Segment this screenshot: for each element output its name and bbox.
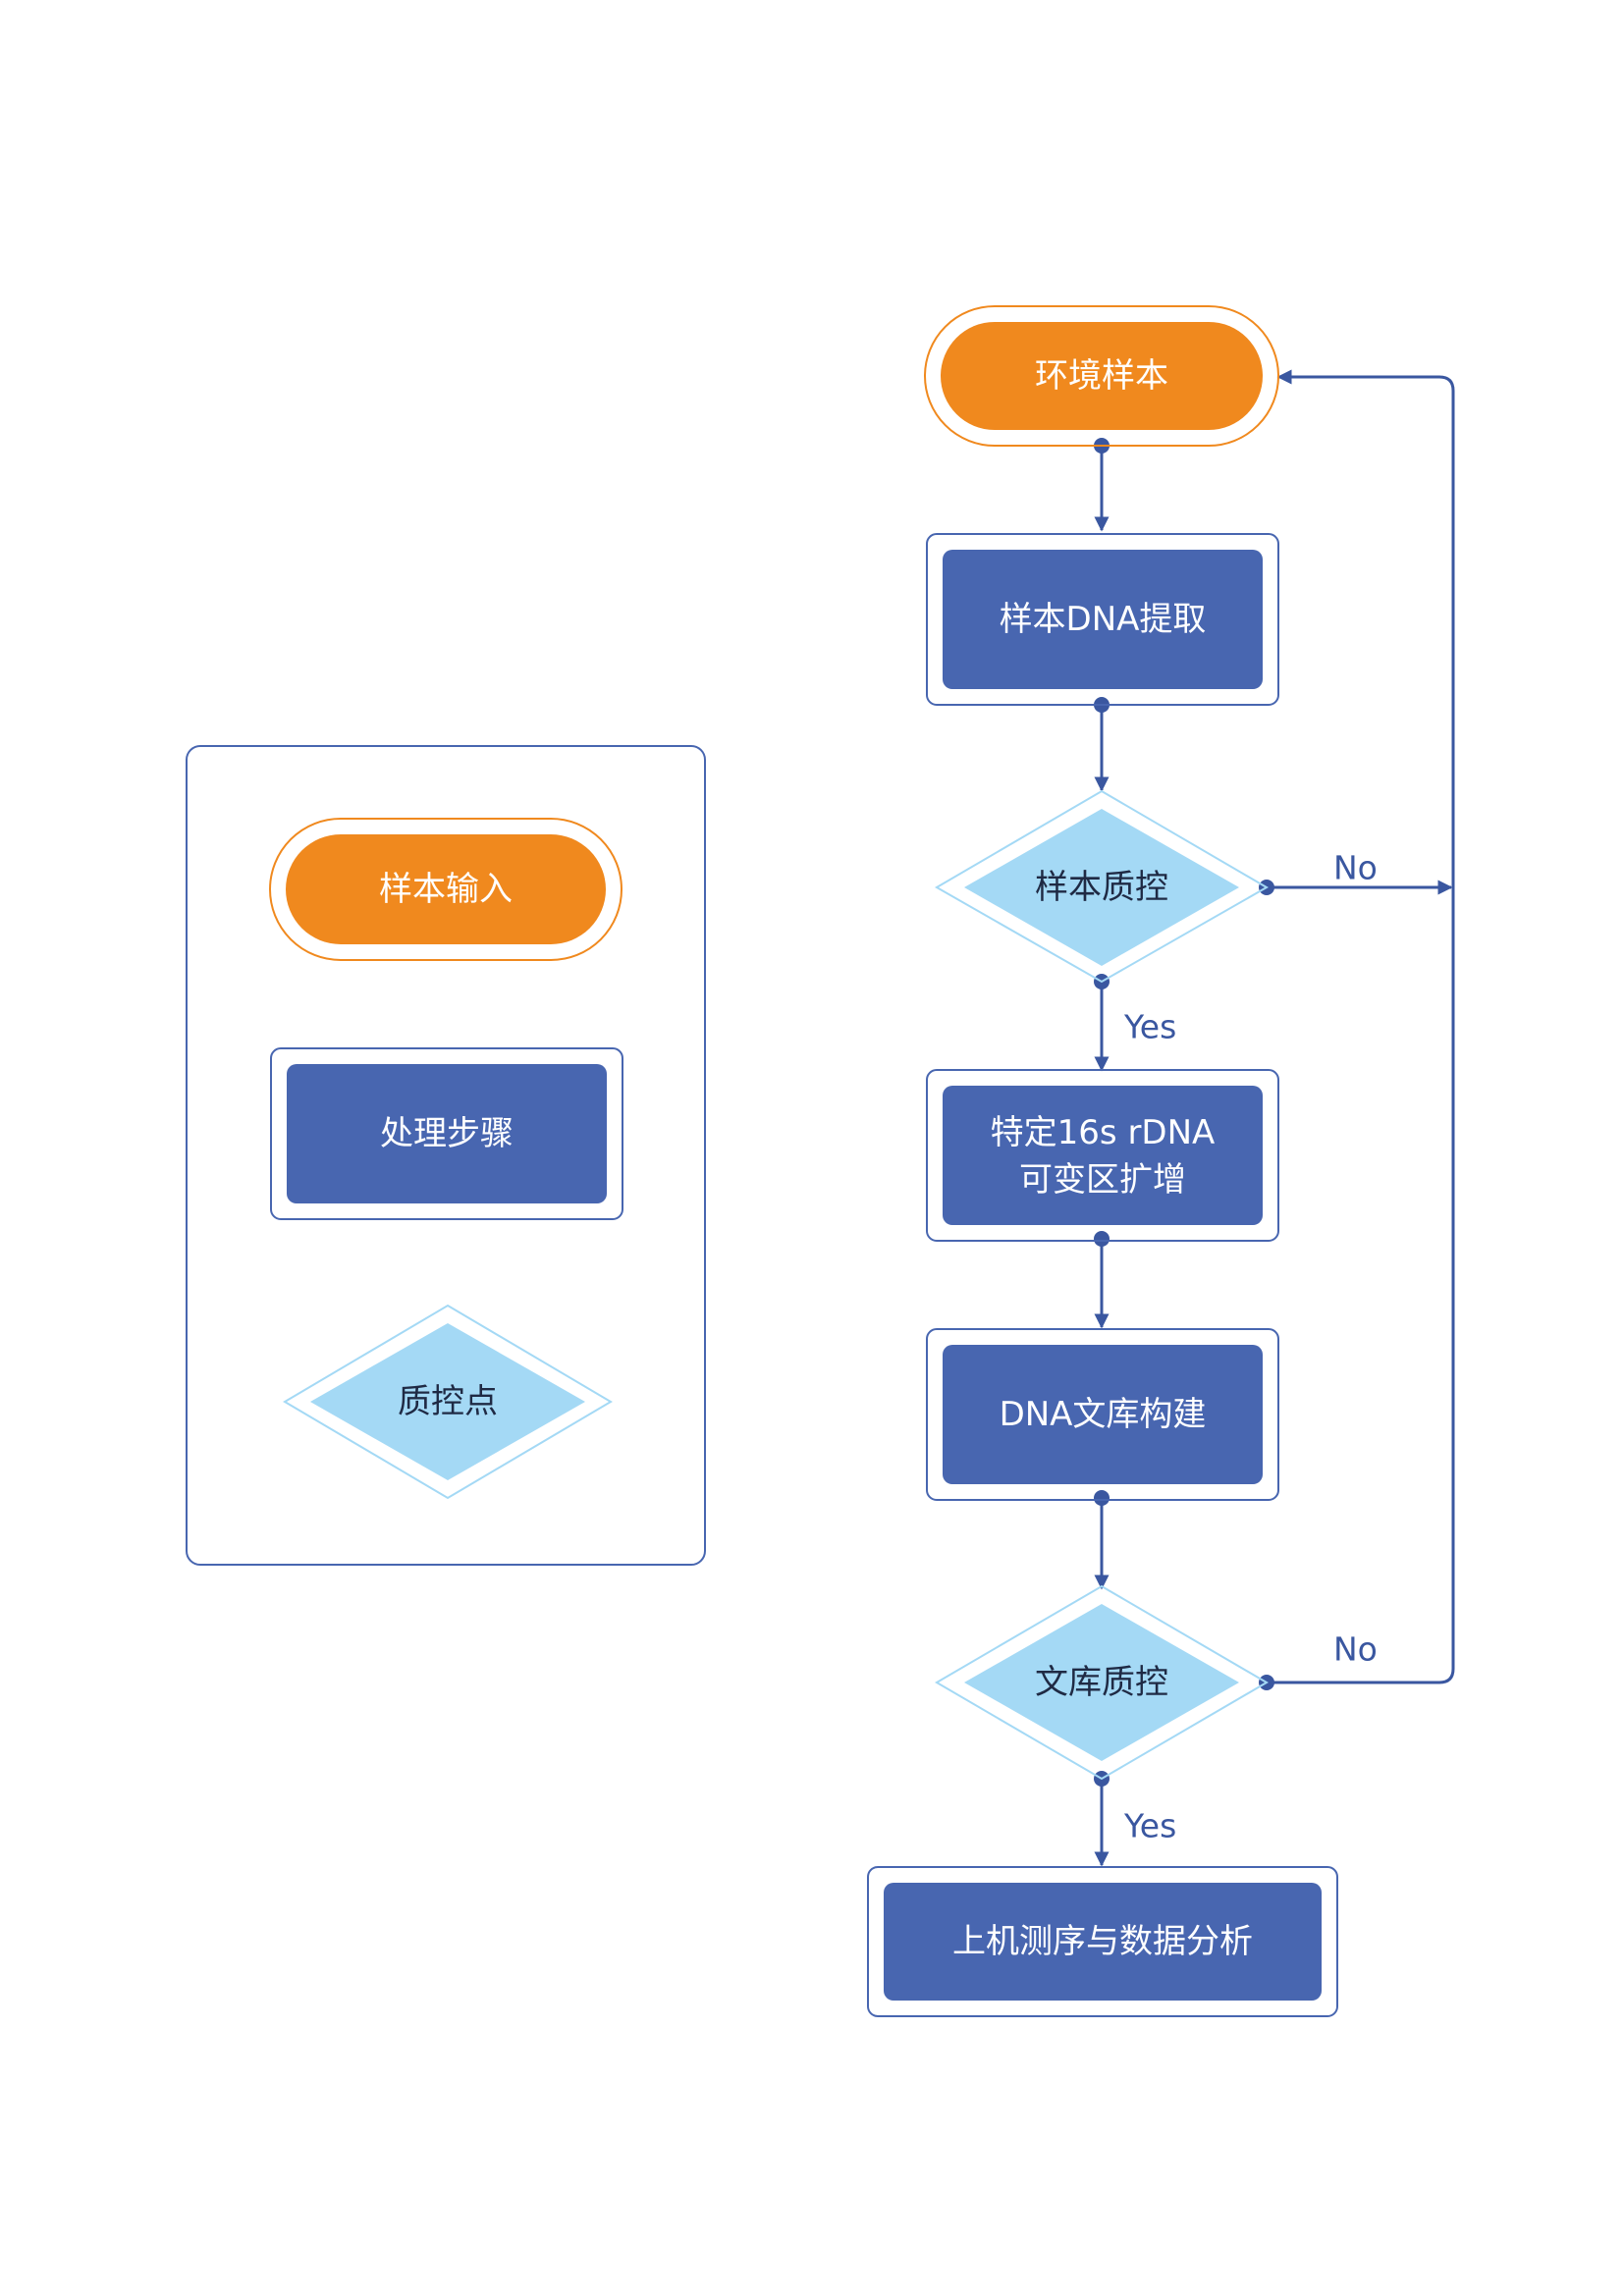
node-library-label: DNA文库构建 [1000, 1395, 1207, 1434]
node-amplify: 特定16s rDNA 可变区扩增 [926, 1069, 1279, 1242]
edge-label-library-qc-no: No [1333, 1630, 1378, 1669]
node-library: DNA文库构建 [926, 1328, 1279, 1501]
node-amplify-label-line2: 可变区扩增 [1019, 1160, 1186, 1200]
node-extract: 样本DNA提取 [926, 533, 1279, 706]
node-sample-qc-label: 样本质控 [1035, 868, 1168, 907]
edge-label-library-qc-yes: Yes [1123, 1807, 1176, 1845]
node-library-qc: 文库质控 [935, 1584, 1269, 1781]
node-start: 环境样本 [924, 305, 1279, 447]
node-amplify-label-line1: 特定16s rDNA [991, 1113, 1216, 1152]
legend-process-shape: 处理步骤 [270, 1047, 623, 1220]
node-library-qc-label: 文库质控 [1035, 1663, 1168, 1702]
connectors [1094, 369, 1455, 1867]
legend-panel: 样本输入 处理步骤 质控点 [186, 745, 706, 1566]
legend-input-shape: 样本输入 [269, 818, 623, 961]
legend-process-label: 处理步骤 [380, 1114, 514, 1153]
legend-qc-label: 质控点 [398, 1382, 498, 1421]
edge-label-sample-qc-yes: Yes [1123, 1008, 1176, 1046]
node-sequencing-label: 上机测序与数据分析 [952, 1922, 1253, 1961]
node-start-label: 环境样本 [1035, 356, 1168, 396]
node-sample-qc: 样本质控 [935, 789, 1269, 984]
edge-libraryqc-no-loop [1267, 369, 1455, 1684]
legend-qc-shape: 质控点 [283, 1304, 613, 1500]
node-sequencing: 上机测序与数据分析 [867, 1866, 1338, 2017]
edge-label-sample-qc-no: No [1333, 849, 1378, 887]
node-extract-label: 样本DNA提取 [1000, 600, 1207, 639]
legend-input-label: 样本输入 [379, 870, 513, 909]
